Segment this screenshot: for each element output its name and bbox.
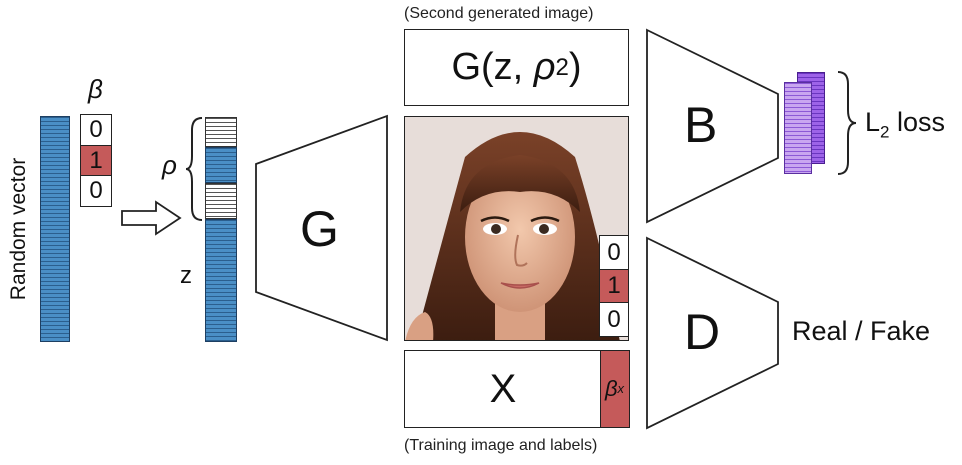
generated-face-image: [404, 116, 629, 341]
d-label: D: [684, 304, 721, 360]
concat-arrow-icon: [121, 200, 182, 236]
real-fake-label: Real / Fake: [792, 316, 931, 346]
beta-cell-1: 1: [80, 144, 112, 177]
second-image-caption: (Second generated image): [404, 5, 594, 22]
beta-vector: 0 1 0: [80, 114, 112, 207]
z-segment-noise-2: [205, 219, 237, 342]
rho-brace-icon: [185, 117, 203, 221]
generated-label-cell-1: 1: [599, 268, 629, 304]
beta-cell-2: 0: [80, 175, 112, 207]
training-caption: (Training image and labels): [404, 437, 598, 454]
g-expression-prefix: G(z,: [451, 46, 534, 88]
generator-label: G: [300, 201, 339, 257]
l2-loss-label: L2 loss: [865, 107, 946, 142]
z-segment-rho-2: [205, 183, 237, 219]
b-network-block: [646, 28, 779, 224]
z-vector: [205, 117, 237, 342]
random-vector-label: Random vector: [7, 157, 30, 301]
g-expression-rho: ρ: [533, 46, 556, 88]
generated-label-vector: 0 1 0: [599, 235, 629, 337]
generator-block: [255, 114, 388, 342]
g-expression-subscript: 2: [555, 53, 569, 81]
face-illustration: [405, 117, 628, 340]
l2-brace-icon: [837, 71, 857, 175]
z-segment-noise-1: [205, 147, 237, 183]
z-segment-rho-1: [205, 117, 237, 147]
discriminator-block: [646, 236, 779, 430]
z-label: z: [180, 262, 192, 289]
beta-label: β: [88, 74, 103, 104]
generated-label-cell-2: 0: [599, 302, 629, 337]
random-vector-bar: [40, 116, 70, 342]
generated-label-cell-0: 0: [599, 235, 629, 270]
feature-vector-front: [784, 82, 812, 174]
g-expression-suffix: ): [568, 46, 582, 88]
b-label: B: [684, 97, 718, 153]
x-label: X: [489, 366, 517, 411]
beta-cell-0: 0: [80, 114, 112, 146]
rho-label: ρ: [162, 150, 177, 180]
